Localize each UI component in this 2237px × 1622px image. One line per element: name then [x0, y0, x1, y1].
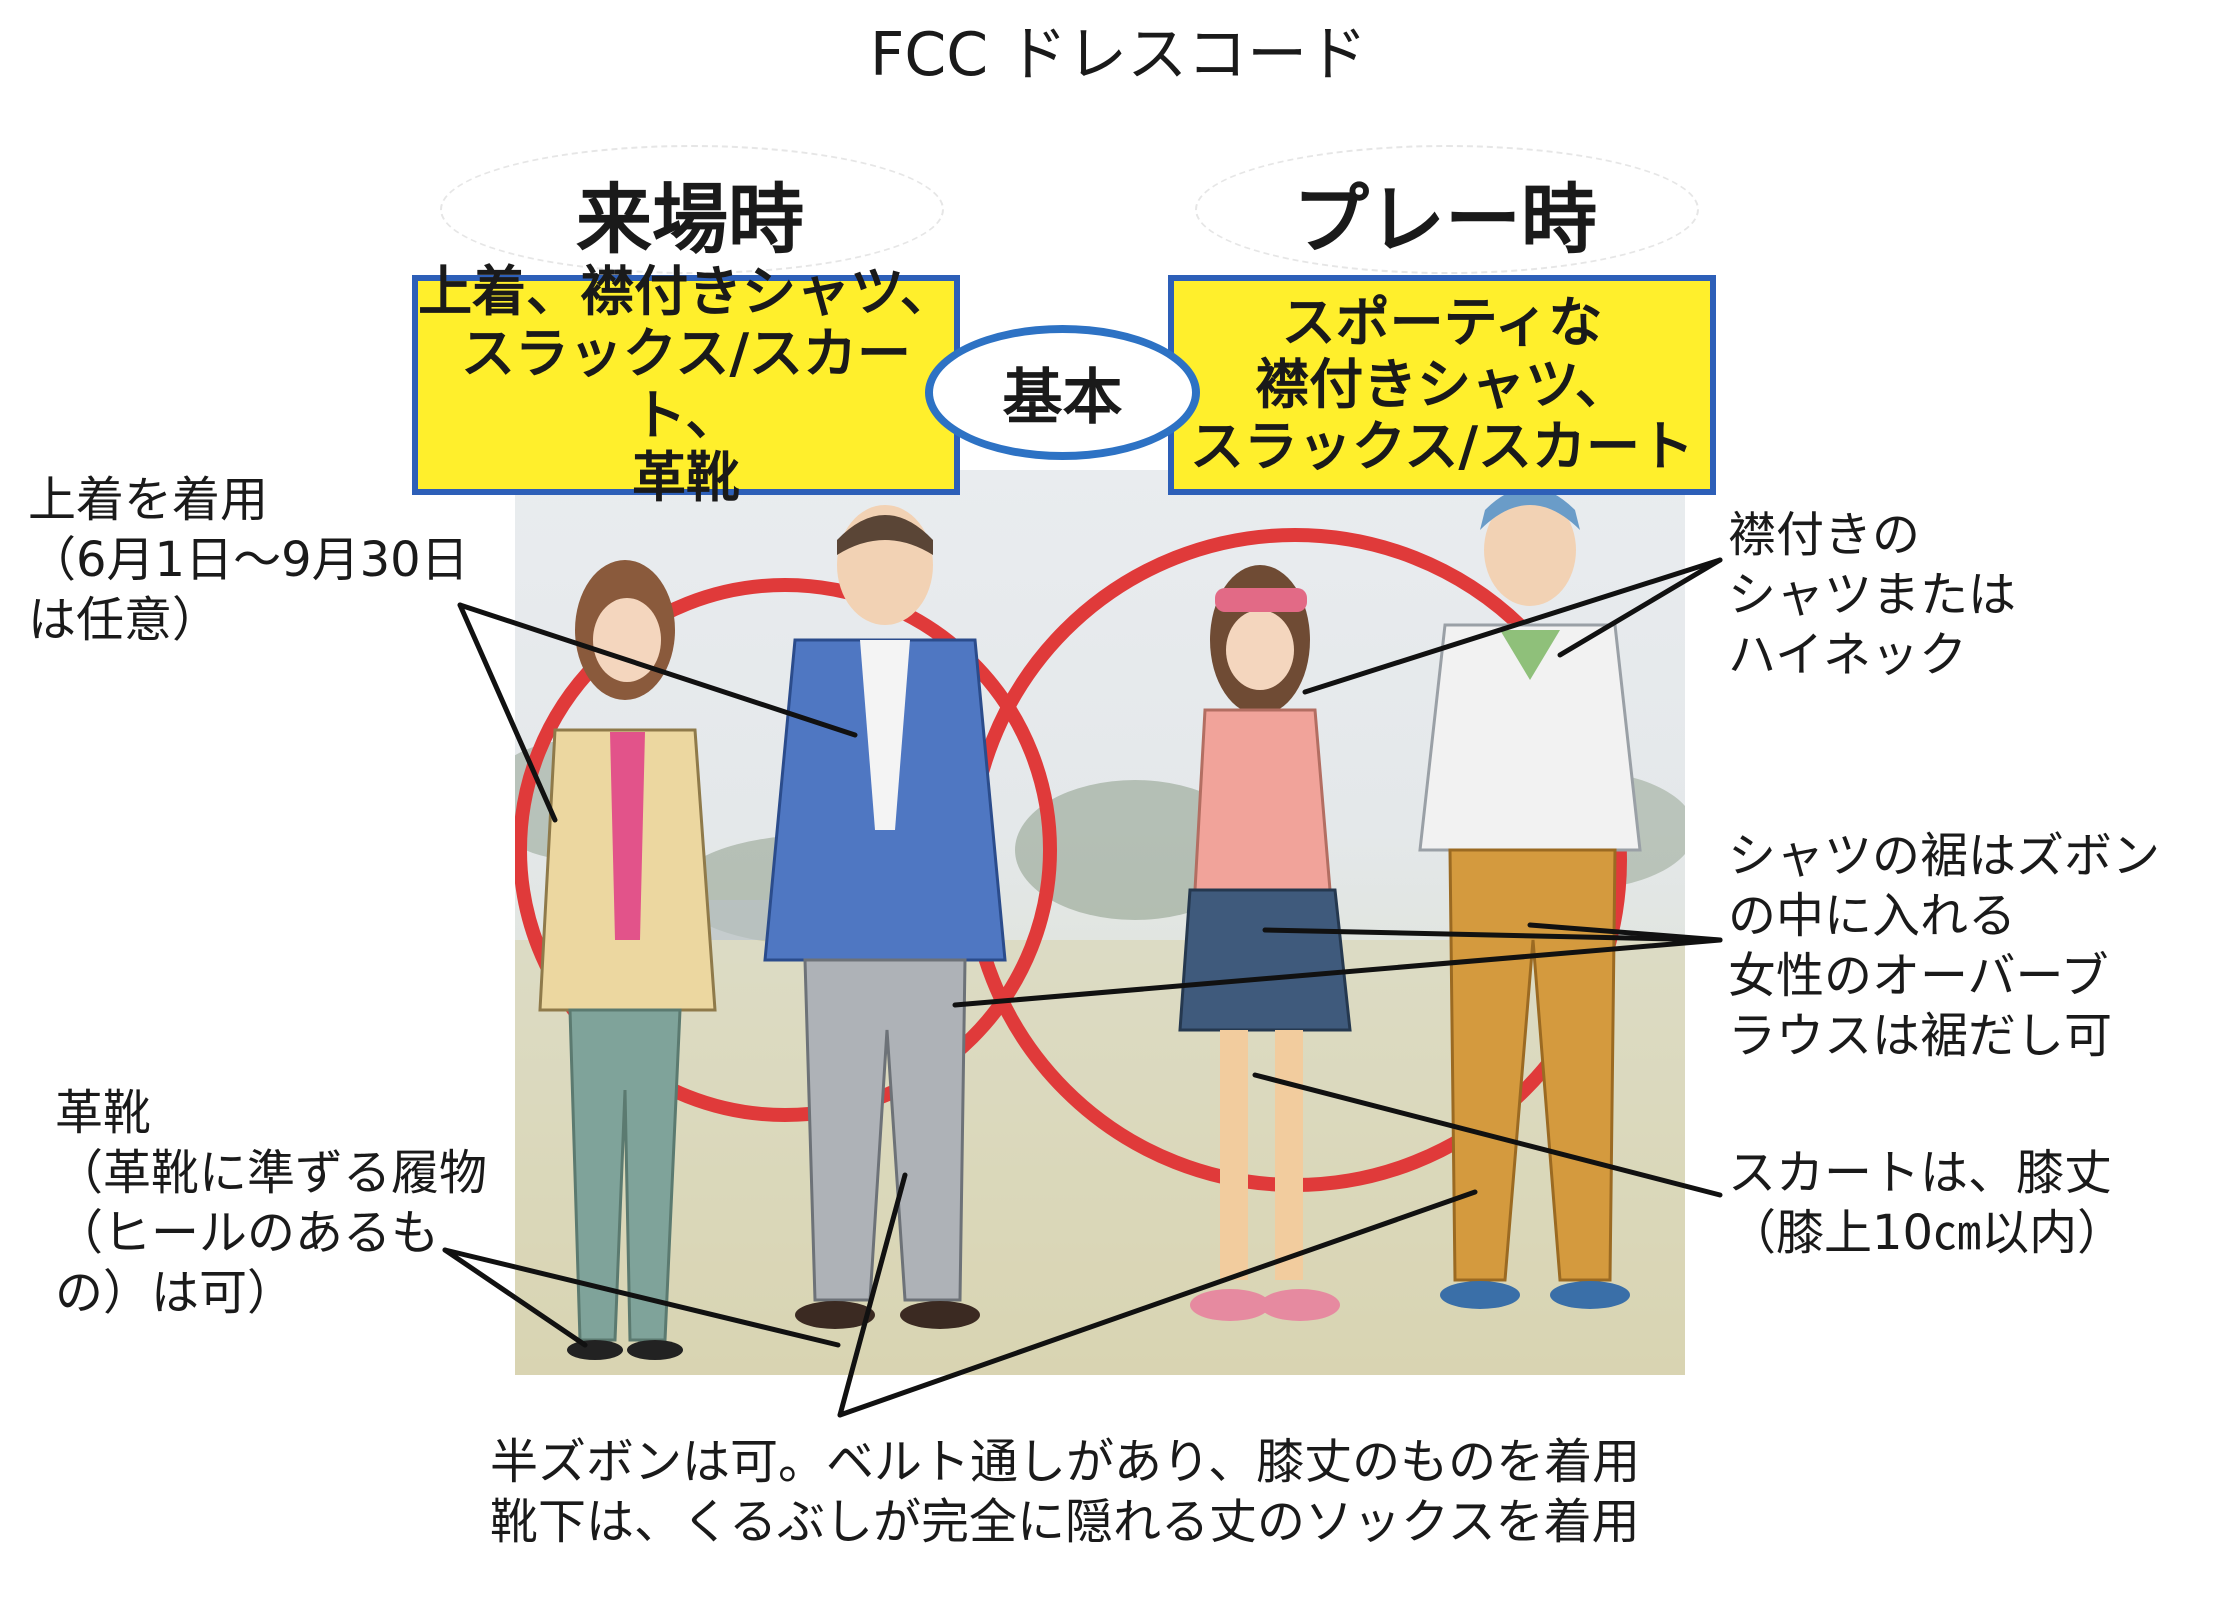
play-heading: プレー時 — [1293, 175, 1597, 264]
pointer-jacket-woman — [457, 602, 558, 823]
figure-man-arrival — [763, 505, 1007, 1329]
note-jacket: 上着を着用 （6月1日～9月30日 は任意） — [28, 472, 469, 648]
note-bottom-shorts: 半ズボンは可。ベルト通しがあり、膝丈のものを着用 — [490, 1434, 1641, 1490]
pointer-bottom-shorts — [837, 1189, 1478, 1418]
red-ring-left — [515, 578, 1057, 1122]
dress-code-illustration — [515, 470, 1685, 1375]
pointer-shoes-man — [442, 1247, 841, 1348]
note-bottom-socks: 靴下は、くるぶしが完全に隠れる丈のソックスを着用 — [490, 1494, 1640, 1550]
note-shoes: 革靴 （革靴に準ずる履物 （ヒールのあるも の）は可） — [55, 1085, 488, 1321]
note-skirt: スカートは、膝丈 （膝上10㎝以内） — [1728, 1145, 2126, 1261]
illustration-svg — [515, 487, 1685, 1375]
note-collar: 襟付きの シャツまたは ハイネック — [1728, 507, 2017, 683]
note-tuck: シャツの裾はズボン の中に入れる 女性のオーバーブ ラウスは裾だし可 — [1728, 828, 2161, 1064]
page-title: FCC ドレスコード — [869, 20, 1368, 90]
pointer-tuck-man-arrival — [952, 937, 1723, 1008]
pointer-tuck-man-play — [1527, 922, 1723, 943]
heading-oval-left — [440, 145, 944, 274]
pointer-bottom-socks — [837, 1172, 908, 1418]
heading-oval-right — [1195, 145, 1699, 274]
figure-woman-arrival — [538, 560, 717, 1360]
figure-woman-play — [1178, 565, 1352, 1321]
basic-oval-label: 基本 — [925, 325, 1200, 460]
arrival-heading: 来場時 — [576, 175, 804, 264]
pointer-collar-man — [1557, 557, 1723, 658]
pointer-shoes-woman — [442, 1247, 588, 1348]
pointer-skirt — [1252, 1072, 1723, 1198]
pointer-collar-woman — [1302, 557, 1723, 695]
pointer-tuck-woman-play — [1262, 927, 1723, 943]
play-dress-box: スポーティな 襟付きシャツ、 スラックス/スカート — [1168, 275, 1716, 495]
pointer-jacket-man — [457, 602, 858, 738]
